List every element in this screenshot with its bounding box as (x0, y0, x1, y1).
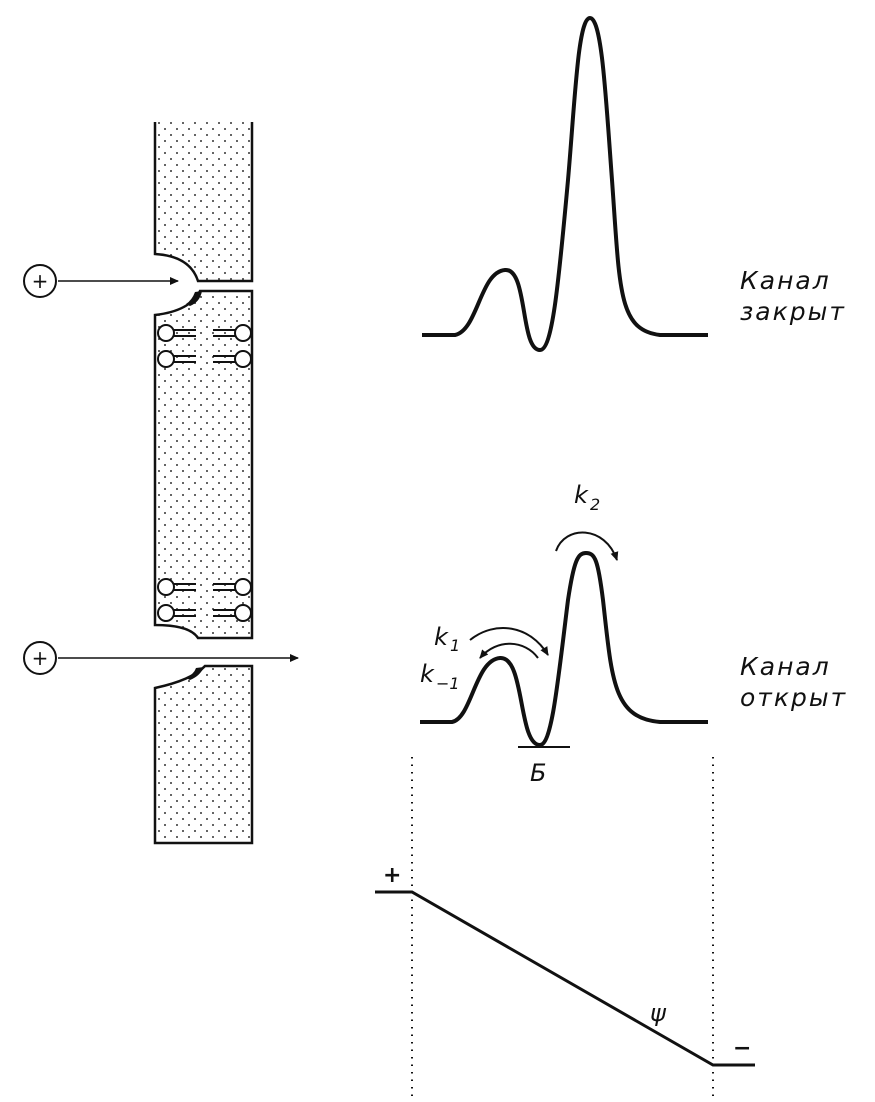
membrane-top-segment (155, 122, 252, 281)
label-kminus1: k −1 (420, 660, 460, 693)
svg-text:−1: −1 (436, 674, 460, 693)
label-closed-line1: Канал (740, 266, 831, 295)
label-k1: k 1 (434, 623, 460, 655)
label-k2: k 2 (574, 481, 600, 514)
membrane-channel: + + (23, 122, 299, 845)
arrow-k2 (555, 531, 619, 561)
label-open-line1: Канал (740, 652, 831, 681)
label-closed-line2: закрыт (740, 297, 846, 326)
membrane-bottom-segment (155, 666, 252, 843)
lipid-group-upper (157, 324, 252, 368)
svg-text:k: k (420, 660, 435, 688)
label-minus-side: − (733, 1036, 751, 1061)
potential-line (375, 890, 755, 1067)
energy-profile-closed (422, 16, 708, 352)
svg-text:+: + (32, 646, 49, 670)
entrance-blob-bottom (186, 667, 204, 680)
label-binding-site: Б (530, 759, 546, 787)
ion-closed-channel: + (23, 264, 57, 298)
label-plus-side: + (383, 863, 401, 888)
svg-text:2: 2 (590, 495, 600, 514)
arrow-k1 (469, 627, 549, 656)
lipid-group-lower (157, 578, 252, 622)
svg-text:k: k (434, 623, 449, 651)
membrane-middle-segment (155, 291, 252, 638)
rate-arrows (469, 531, 619, 659)
label-potential: ψ (650, 999, 667, 1027)
arrow-kminus1 (479, 642, 539, 659)
svg-text:1: 1 (450, 636, 460, 655)
ion-open-channel: + (23, 641, 57, 675)
label-open-line2: открыт (740, 683, 847, 712)
energy-profile-open (420, 551, 708, 748)
entrance-blob-top (186, 291, 202, 306)
potential-profile (375, 757, 755, 1102)
svg-text:+: + (32, 269, 49, 293)
svg-text:k: k (574, 481, 589, 509)
